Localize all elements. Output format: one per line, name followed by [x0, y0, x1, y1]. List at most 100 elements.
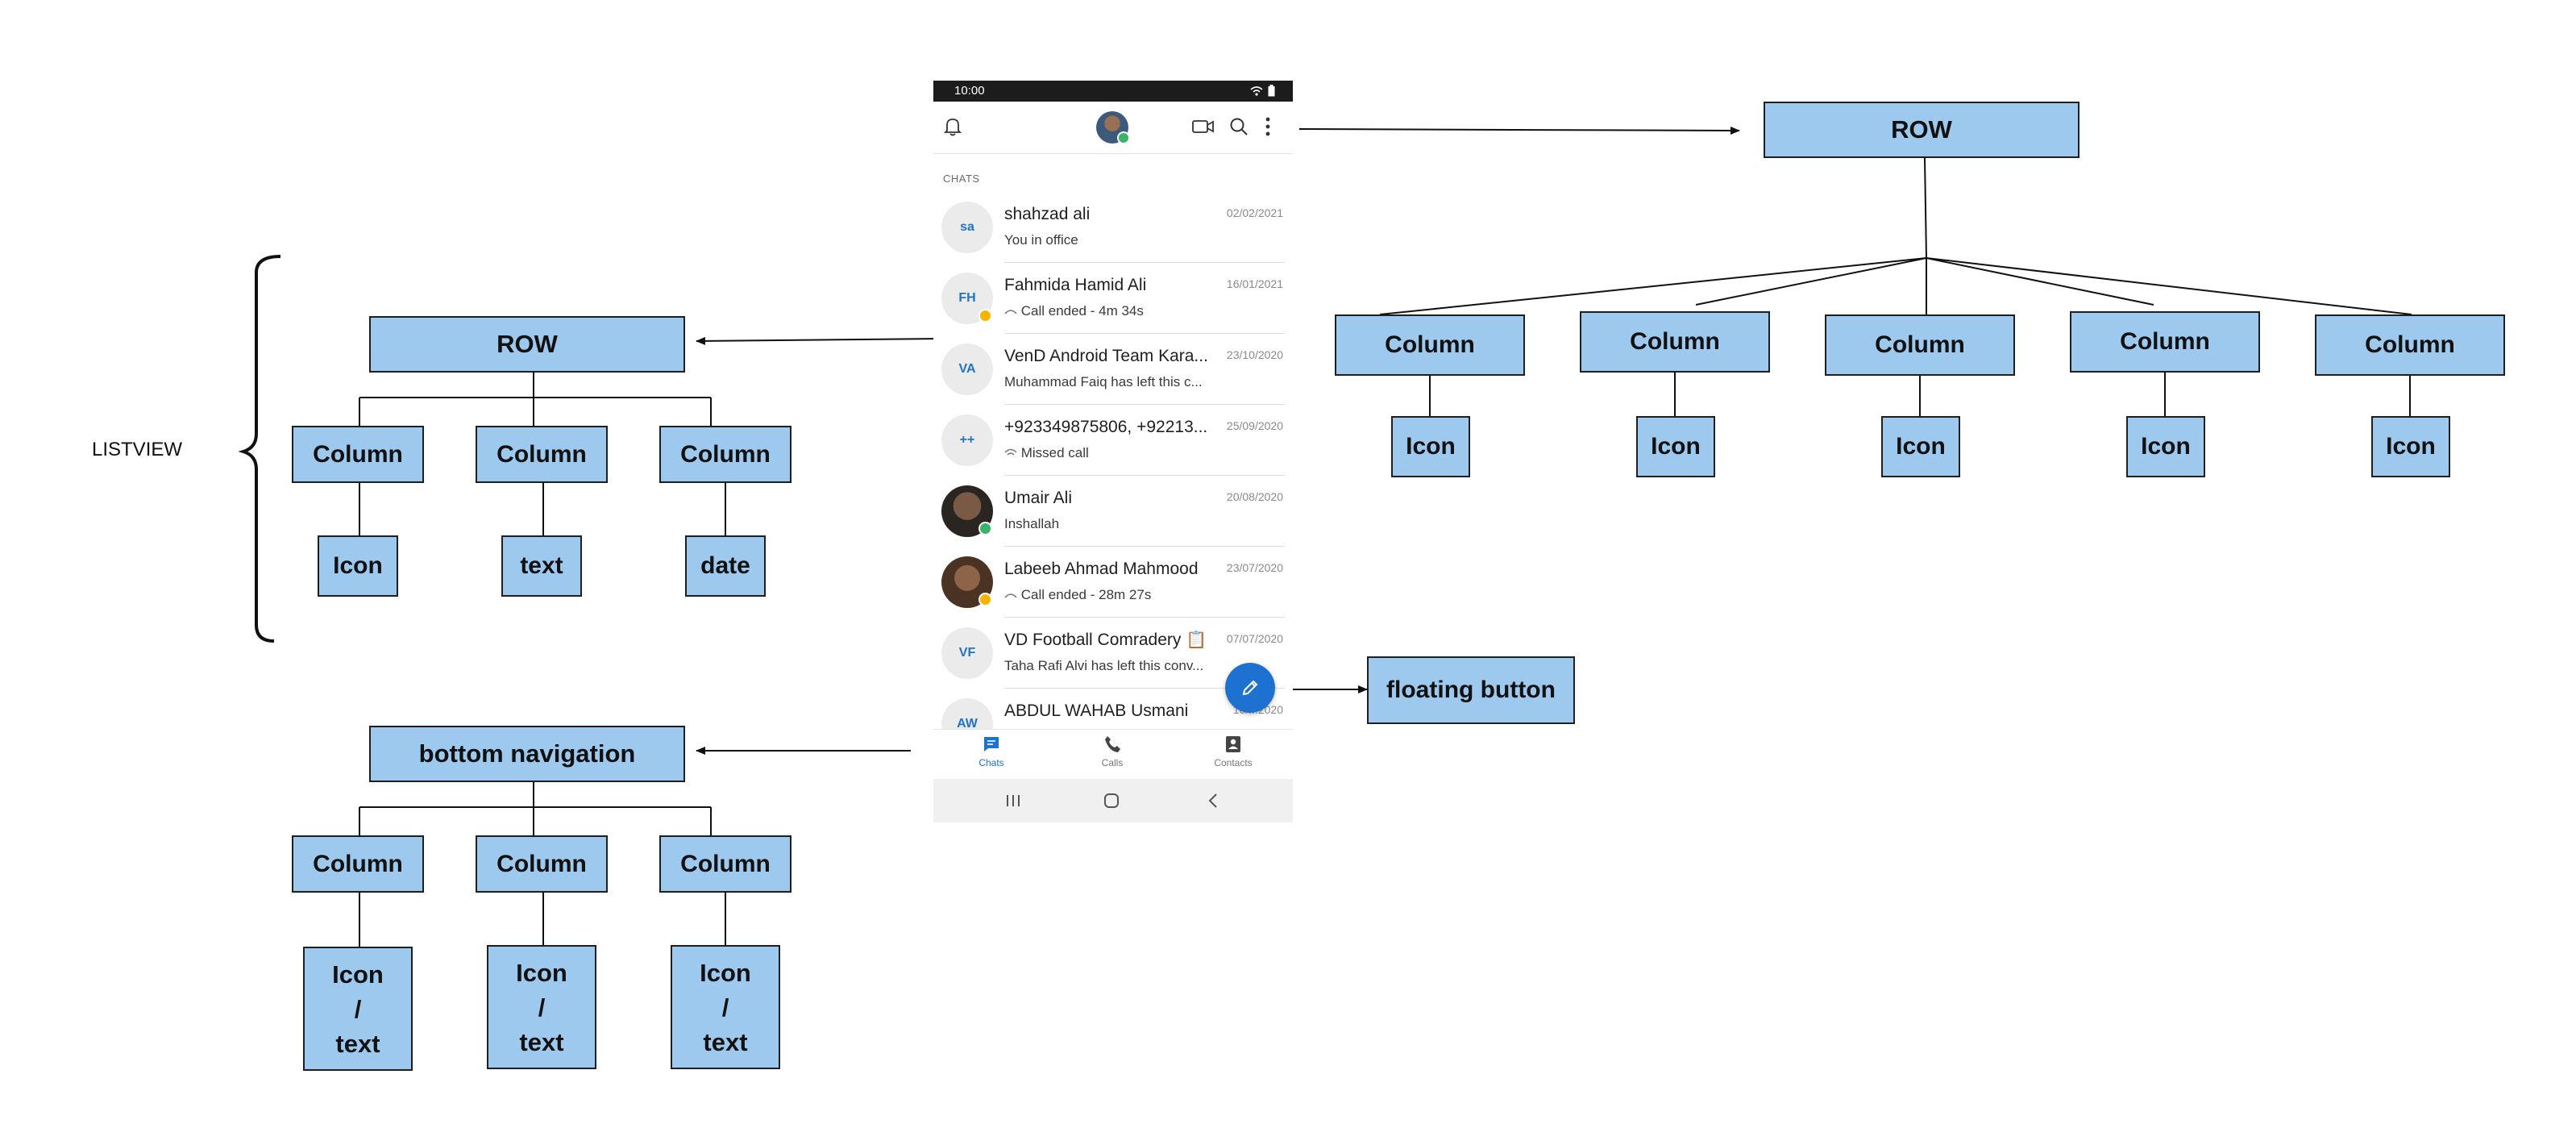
home-icon[interactable] — [1103, 793, 1120, 809]
phone-screen: 10:00 CHATS sa shahzad ali 02/02/2021 Yo… — [933, 81, 1293, 822]
nav-column-box-3: Column — [659, 835, 791, 893]
video-call-icon[interactable] — [1191, 117, 1215, 136]
chat-date: 23/10/2020 — [1226, 348, 1283, 361]
bell-icon[interactable] — [943, 116, 962, 137]
chat-name: VenD Android Team Kara... — [1004, 347, 1208, 365]
top-icon-box-5: Icon — [2371, 416, 2450, 477]
top-icon-box-2: Icon — [1636, 416, 1715, 477]
online-presence-dot — [978, 522, 992, 535]
chat-subtitle: Call ended - 4m 34s — [1004, 303, 1219, 319]
list-column-box-1: Column — [292, 426, 424, 483]
top-icon-box-3: Icon — [1881, 416, 1960, 477]
list-icon-box: Icon — [318, 535, 398, 597]
chat-row[interactable]: Labeeb Ahmad Mahmood 23/07/2020 Call end… — [933, 547, 1293, 618]
top-column-box-5: Column — [2315, 314, 2505, 376]
arrow-to-list-row — [696, 336, 941, 345]
battery-icon — [1268, 85, 1275, 97]
chat-row[interactable]: sa shahzad ali 02/02/2021 You in office — [933, 192, 1293, 263]
chat-list: sa shahzad ali 02/02/2021 You in office … — [933, 192, 1293, 760]
away-presence-dot — [978, 593, 992, 606]
bottom-navigation-box: bottom navigation — [369, 726, 685, 782]
floating-button-box: floating button — [1367, 656, 1575, 724]
floating-action-button[interactable] — [1225, 663, 1275, 713]
back-icon[interactable] — [1207, 793, 1219, 809]
chat-subtitle: Missed call — [1004, 445, 1219, 461]
chat-date: 02/02/2021 — [1226, 206, 1283, 219]
pencil-icon — [1242, 680, 1258, 696]
chat-date: 16/01/2021 — [1226, 277, 1283, 290]
chat-avatar: VF — [941, 627, 993, 679]
chat-avatar: sa — [941, 202, 993, 253]
top-column-box-3: Column — [1825, 314, 2015, 376]
profile-avatar[interactable] — [1096, 111, 1130, 144]
chat-row[interactable]: VF VD Football Comradery 📋 07/07/2020 Ta… — [933, 618, 1293, 689]
chat-name: Umair Ali — [1004, 489, 1073, 507]
chat-name: ABDUL WAHAB Usmani — [1004, 702, 1189, 720]
recents-icon[interactable] — [1004, 793, 1022, 808]
chat-name: Fahmida Hamid Ali — [1004, 276, 1147, 294]
chat-date: 25/09/2020 — [1226, 419, 1283, 432]
chat-avatar: FH — [941, 273, 993, 324]
chat-avatar-photo — [941, 485, 993, 537]
bottom-navigation-bar: Chats Calls Contacts — [933, 729, 1293, 783]
nav-icon-text-box-3: Icon / text — [671, 945, 780, 1069]
nav-icon-text-box-2: Icon / text — [487, 945, 596, 1069]
chat-date: 23/07/2020 — [1226, 561, 1283, 574]
search-icon[interactable] — [1228, 116, 1249, 137]
top-icon-box-4: Icon — [2126, 416, 2205, 477]
list-date-box: date — [685, 535, 766, 597]
chat-row[interactable]: VA VenD Android Team Kara... 23/10/2020 … — [933, 334, 1293, 405]
chat-name: shahzad ali — [1004, 205, 1091, 223]
list-text-box: text — [501, 535, 582, 597]
nav-item-chats[interactable]: Chats — [943, 735, 1040, 768]
top-column-box-1: Column — [1335, 314, 1525, 376]
away-presence-dot — [978, 309, 992, 323]
nav-label: Contacts — [1214, 757, 1253, 768]
chat-row[interactable]: ++ +923349875806, +92213... 25/09/2020 M… — [933, 405, 1293, 476]
top-column-box-2: Column — [1580, 311, 1770, 373]
status-icons — [1250, 85, 1275, 97]
nav-label: Calls — [1101, 757, 1124, 768]
chat-row[interactable]: FH Fahmida Hamid Ali 16/01/2021 Call end… — [933, 263, 1293, 334]
system-navigation-bar — [933, 779, 1293, 822]
contacts-icon — [1226, 736, 1240, 752]
list-row-box: ROW — [369, 316, 685, 373]
chat-icon — [984, 737, 999, 752]
chat-name: Labeeb Ahmad Mahmood — [1004, 560, 1199, 578]
chat-subtitle: Taha Rafi Alvi has left this conv... — [1004, 658, 1204, 673]
chat-avatar: ++ — [941, 414, 993, 466]
top-row-box: ROW — [1764, 102, 2079, 158]
list-column-box-3: Column — [659, 426, 791, 483]
nav-item-calls[interactable]: Calls — [1064, 735, 1161, 768]
chat-name: +923349875806, +92213... — [1004, 418, 1208, 436]
chat-date: 07/07/2020 — [1226, 632, 1283, 645]
wifi-icon — [1250, 85, 1263, 96]
missed-call-icon — [1004, 448, 1017, 456]
listview-brace — [238, 255, 281, 643]
chat-row[interactable]: Umair Ali 20/08/2020 Inshallah — [933, 476, 1293, 547]
nav-label: Chats — [978, 757, 1004, 768]
arrow-to-top-row — [1298, 126, 1740, 135]
chat-name: VD Football Comradery 📋 — [1004, 631, 1207, 649]
chat-subtitle: Call ended - 28m 27s — [1004, 587, 1219, 603]
call-ended-icon — [1004, 593, 1017, 598]
nav-column-box-2: Column — [476, 835, 608, 893]
nav-column-box-1: Column — [292, 835, 424, 893]
status-bar: 10:00 — [933, 81, 1293, 102]
call-ended-icon — [1004, 310, 1017, 314]
chat-subtitle: Inshallah — [1004, 516, 1060, 531]
top-icon-box-1: Icon — [1391, 416, 1470, 477]
list-column-box-2: Column — [476, 426, 608, 483]
nav-icon-text-box-1: Icon / text — [303, 947, 413, 1071]
nav-item-contacts[interactable]: Contacts — [1185, 735, 1282, 768]
chat-date: 20/08/2020 — [1226, 490, 1283, 503]
status-time: 10:00 — [954, 84, 985, 98]
phone-icon — [1105, 736, 1120, 752]
chat-subtitle: Muhammad Faiq has left this c... — [1004, 374, 1203, 389]
chats-section-title: CHATS — [943, 173, 980, 185]
more-options-icon[interactable] — [1264, 116, 1272, 137]
chat-subtitle: You in office — [1004, 232, 1078, 248]
chat-avatar-photo — [941, 556, 993, 608]
top-column-box-4: Column — [2070, 311, 2260, 373]
